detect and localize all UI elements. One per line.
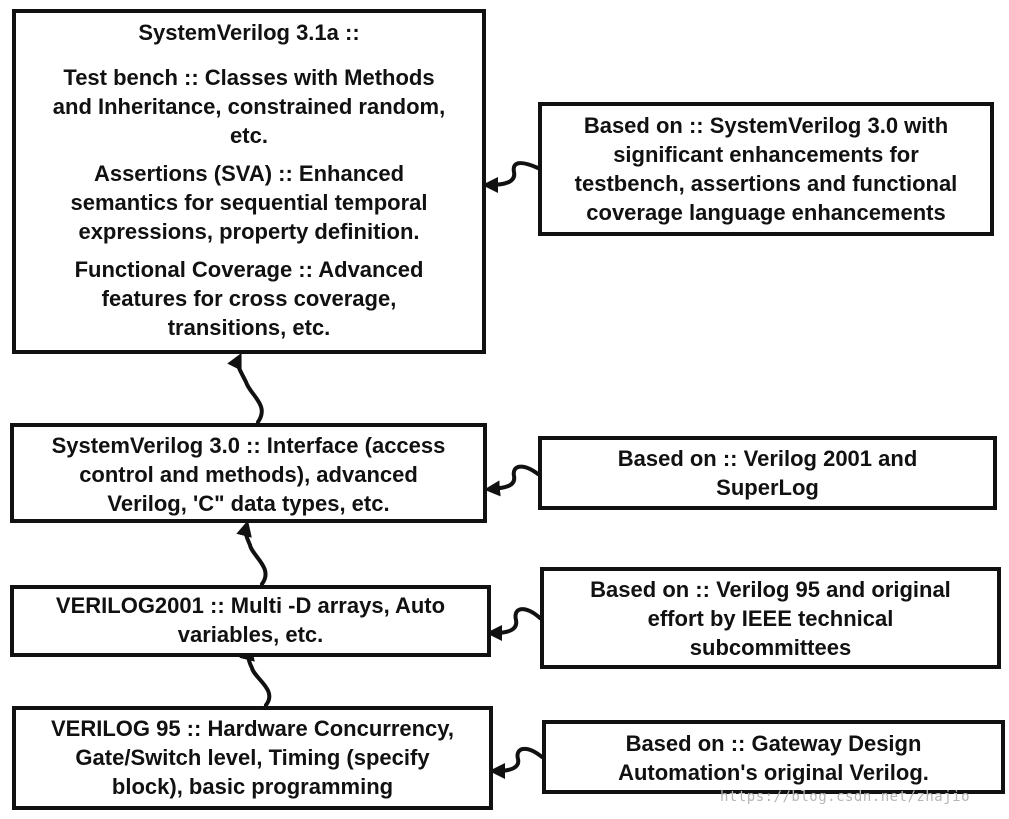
verilog2001-box: VERILOG2001 :: Multi -D arrays, Auto var… (10, 585, 491, 657)
watermark: https://blog.csdn.net/zhajio (720, 789, 971, 805)
arrow-basedon-to-v2001 (486, 607, 542, 641)
sv31-coverage: Functional Coverage :: Advanced features… (74, 257, 424, 340)
arrow-basedon-to-v95 (489, 747, 544, 779)
sv31-title: SystemVerilog 3.1a :: (138, 20, 360, 45)
sv31-assertions: Assertions (SVA) :: Enhanced semantics f… (70, 161, 428, 244)
v2001-text: VERILOG2001 :: Multi -D arrays, Auto var… (55, 593, 446, 647)
based-on-v2001-text: Based on :: Verilog 95 and original effo… (590, 577, 951, 660)
sv31-testbench: Test bench :: Classes with Methods and I… (52, 65, 446, 148)
arrow-v95-to-v2001 (239, 644, 272, 707)
arrow-v2001-to-sv30 (236, 520, 268, 586)
verilog95-box: VERILOG 95 :: Hardware Concurrency, Gate… (12, 706, 493, 810)
sv30-text: SystemVerilog 3.0 :: Interface (access c… (51, 433, 446, 516)
systemverilog-3-0-box: SystemVerilog 3.0 :: Interface (access c… (10, 423, 487, 523)
based-on-v95-box: Based on :: Gateway Design Automation's … (542, 720, 1005, 794)
based-on-sv30-text: Based on :: Verilog 2001 and SuperLog (617, 446, 918, 500)
based-on-v2001-box: Based on :: Verilog 95 and original effo… (540, 567, 1001, 669)
v95-text: VERILOG 95 :: Hardware Concurrency, Gate… (50, 716, 455, 799)
systemverilog-3-1a-box: SystemVerilog 3.1a :: Test bench :: Clas… (12, 9, 486, 354)
based-on-sv31-box: Based on :: SystemVerilog 3.0 with signi… (538, 102, 994, 236)
arrow-basedon-to-sv31 (482, 161, 540, 193)
based-on-sv31-text: Based on :: SystemVerilog 3.0 with signi… (574, 113, 958, 225)
based-on-sv30-box: Based on :: Verilog 2001 and SuperLog (538, 436, 997, 510)
based-on-v95-text: Based on :: Gateway Design Automation's … (618, 731, 929, 785)
arrow-sv30-to-sv31 (227, 352, 264, 424)
arrow-basedon-to-sv30 (484, 464, 540, 497)
